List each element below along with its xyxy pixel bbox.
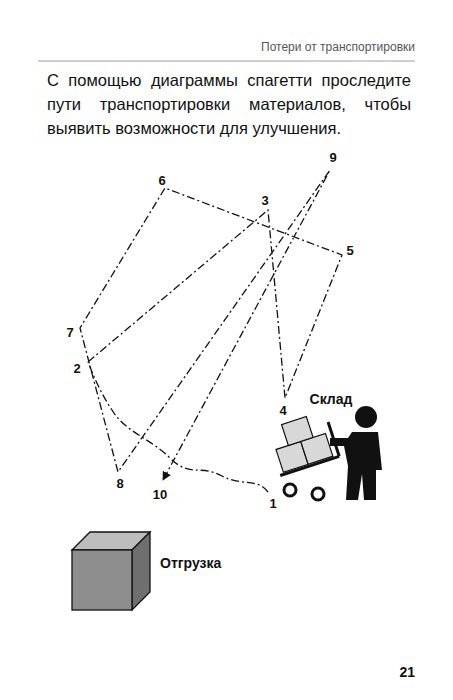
hand-truck (265, 411, 339, 476)
callout-number: 1 (269, 496, 276, 511)
running-header: Потери от транспортировки (261, 40, 415, 54)
instruction-text: С помощью диаграммы спагетти проследите … (47, 68, 411, 140)
callout-number: 7 (66, 325, 73, 340)
callout-number: 3 (261, 193, 268, 208)
worker-head (355, 406, 377, 428)
area-label: Склад (310, 391, 353, 407)
shipping-cube (72, 532, 150, 610)
header-rule (38, 61, 415, 62)
callout-number: 9 (329, 150, 336, 165)
callout-number: 6 (158, 173, 165, 188)
wheel (284, 484, 296, 496)
callout-number: 8 (116, 476, 123, 491)
path-segment (80, 170, 342, 480)
path-segment (88, 362, 268, 492)
callout-number: 4 (279, 403, 286, 418)
warehouse-worker (265, 406, 382, 500)
worker-body (330, 432, 382, 500)
callout-number: 5 (346, 243, 353, 258)
page-number: 21 (399, 664, 415, 680)
area-label: Отгрузка (160, 555, 221, 571)
callout-number: 10 (153, 487, 167, 502)
wheel (312, 488, 324, 500)
spaghetti-path (80, 170, 342, 492)
callout-number: 2 (73, 361, 80, 376)
